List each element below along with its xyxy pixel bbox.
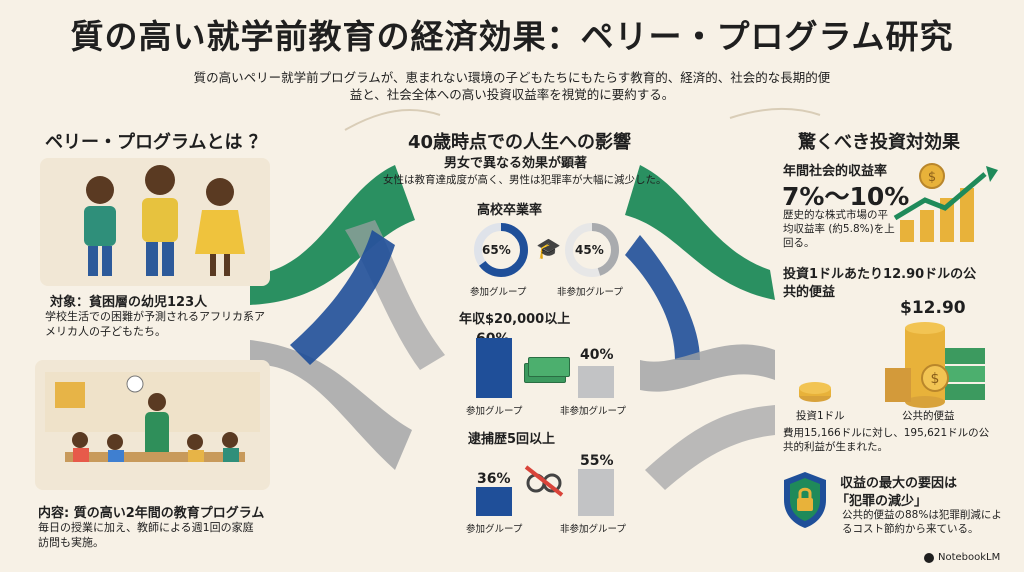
arrest-participant-label: 参加グループ <box>466 524 523 535</box>
coins-stack-icon: $ <box>799 322 985 408</box>
growth-chart-icon: $ <box>893 163 998 242</box>
graduation-nonparticipant-value: 45% <box>575 243 604 257</box>
shield-lock-icon <box>784 472 826 528</box>
arrest-nonparticipant-bar <box>578 469 614 516</box>
invest-label: 投資1ドル <box>796 410 845 422</box>
brand-name: NotebookLM <box>938 552 1001 563</box>
teacher-figure <box>148 393 166 411</box>
notebook-icon <box>924 552 934 563</box>
graduation-participant-value: 65% <box>482 243 511 257</box>
page-title: 質の高い就学前教育の経済効果：ペリー・プログラム研究 <box>70 17 954 56</box>
factor-description: 公共的便益の88%は犯罪削減によるコスト節約から来ている。 <box>842 509 1002 535</box>
arrest-participant-value: 36% <box>477 471 511 487</box>
public-benefit-label: 公共的便益 <box>902 410 955 422</box>
graduation-donut-participant <box>474 223 528 277</box>
classroom-illustration <box>35 360 270 490</box>
content-title: 内容: 質の高い2年間の教育プログラム <box>38 506 265 521</box>
classroom-table <box>65 452 245 462</box>
income-participant-label: 参加グループ <box>466 406 523 417</box>
child-figure-1 <box>84 176 116 276</box>
return-title: 年間社会的収益率 <box>783 164 888 179</box>
graduation-nonparticipant-label: 非参加グループ <box>557 287 623 298</box>
arrest-title: 逮捕歴5回以上 <box>468 432 556 447</box>
child-figure-3 <box>195 178 245 276</box>
factor-title: 収益の最大の要因は <box>840 476 958 491</box>
target-title: 対象：貧困層の幼児123人 <box>50 295 208 310</box>
content-description: 毎日の授業に加え、教師による週1回の家庭訪問も実施。 <box>38 521 254 549</box>
no-handcuffs-icon <box>524 465 564 497</box>
income-participant-bar <box>476 338 512 398</box>
child-figure-2 <box>142 165 178 276</box>
arrest-nonparticipant-label: 非参加グループ <box>560 524 626 535</box>
abc-board <box>55 382 85 408</box>
return-description: 歴史的な株式市場の平均収益率 (約5.8%)を上回る。 <box>783 209 895 249</box>
right-heading: 驚くべき投資対効果 <box>798 132 960 153</box>
income-nonparticipant-label: 非参加グループ <box>560 406 626 417</box>
wall-clock <box>126 375 144 393</box>
graduation-cap-icon: 🎓 <box>536 236 561 260</box>
svg-text:$: $ <box>931 371 940 387</box>
middle-subheading: 男女で異なる効果が顕著 <box>444 156 588 171</box>
benefit-value: $12.90 <box>900 298 966 318</box>
income-nonparticipant-value: 40% <box>580 347 614 363</box>
middle-note: 女性は教育達成度が高く、男性は犯罪率が大幅に減少した。 <box>383 174 667 186</box>
cost-description: 費用15,166ドルに対し、195,621ドルの公共的利益が生まれた。 <box>783 427 990 453</box>
children-illustration <box>40 158 270 286</box>
svg-text:$: $ <box>928 170 936 185</box>
benefit-title: 投資1ドルあたり12.90ドルの公共的便益 <box>783 267 977 300</box>
page-subtitle: 質の高いペリー就学前プログラムが、恵まれない環境の子どもたちにもたらす教育的、経… <box>193 70 831 102</box>
left-heading: ペリー・プログラムとは ？ <box>45 132 267 153</box>
arrest-nonparticipant-value: 55% <box>580 453 614 469</box>
graduation-title: 高校卒業率 <box>477 203 543 218</box>
income-title: 年収$20,000以上 <box>459 312 571 327</box>
return-value: 7%〜10% <box>782 182 910 211</box>
brand-badge: NotebookLM <box>924 552 1000 563</box>
factor-value: 「犯罪の減少」 <box>836 494 928 509</box>
graduation-participant-label: 参加グループ <box>470 287 527 298</box>
middle-heading: 40歳時点での人生への影響 <box>408 132 632 153</box>
target-description: 学校生活での困難が予測されるアフリカ系アメリカ人の子どもたち。 <box>45 310 265 338</box>
money-stack-icon <box>524 355 570 383</box>
income-nonparticipant-bar <box>578 366 614 398</box>
arrest-participant-bar <box>476 487 512 516</box>
graduation-donut-nonparticipant <box>565 223 619 277</box>
